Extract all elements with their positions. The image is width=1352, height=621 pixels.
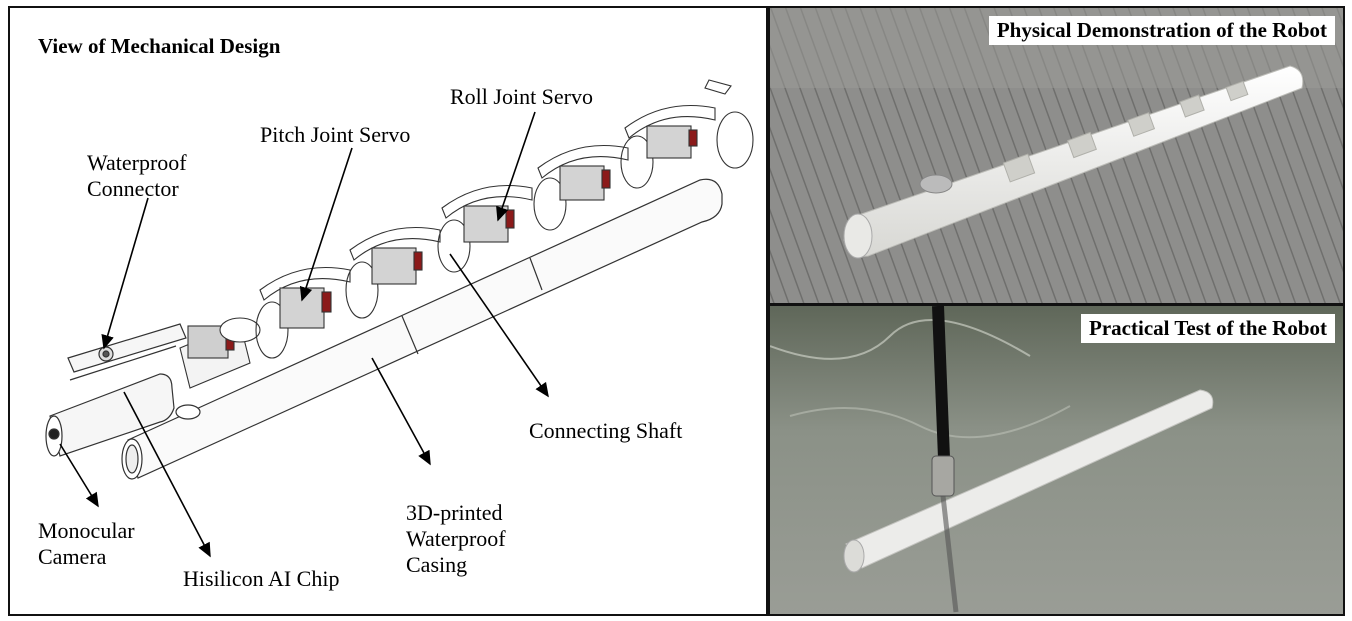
label-waterproof-connector: Waterproof Connector bbox=[87, 150, 187, 202]
label-hisilicon-ai-chip: Hisilicon AI Chip bbox=[183, 566, 340, 591]
physical-demonstration-photo: Physical Demonstration of the Robot bbox=[768, 6, 1345, 305]
mechanical-design-panel: View of Mechanical Design Waterproof Con… bbox=[8, 6, 768, 616]
label-line: Waterproof bbox=[406, 526, 506, 551]
head-module bbox=[45, 323, 187, 457]
label-monocular-camera: Monocular Camera bbox=[38, 518, 135, 570]
practical-test-photo: Practical Test of the Robot bbox=[768, 304, 1345, 616]
label-line: Monocular bbox=[38, 518, 135, 543]
label-connecting-shaft: Connecting Shaft bbox=[529, 418, 683, 443]
label-line: Waterproof bbox=[87, 150, 187, 175]
label-pitch-joint-servo: Pitch Joint Servo bbox=[260, 122, 411, 147]
waterproof-casing-tube bbox=[121, 178, 723, 480]
label-line: Camera bbox=[38, 544, 107, 569]
leader-arrows bbox=[59, 111, 549, 558]
practical-test-title: Practical Test of the Robot bbox=[1081, 314, 1335, 343]
label-3d-printed-casing: 3D-printed Waterproof Casing bbox=[406, 500, 506, 578]
mechanical-design-title: View of Mechanical Design bbox=[38, 34, 281, 58]
label-line: 3D-printed bbox=[406, 500, 503, 525]
robot-in-water-image bbox=[770, 306, 1343, 614]
label-line: Connector bbox=[87, 176, 179, 201]
robot-on-floor-image bbox=[770, 8, 1343, 303]
exploded-view-drawing bbox=[45, 79, 754, 558]
physical-demonstration-title: Physical Demonstration of the Robot bbox=[988, 16, 1335, 45]
label-roll-joint-servo: Roll Joint Servo bbox=[450, 84, 594, 109]
label-line: Casing bbox=[406, 552, 468, 577]
